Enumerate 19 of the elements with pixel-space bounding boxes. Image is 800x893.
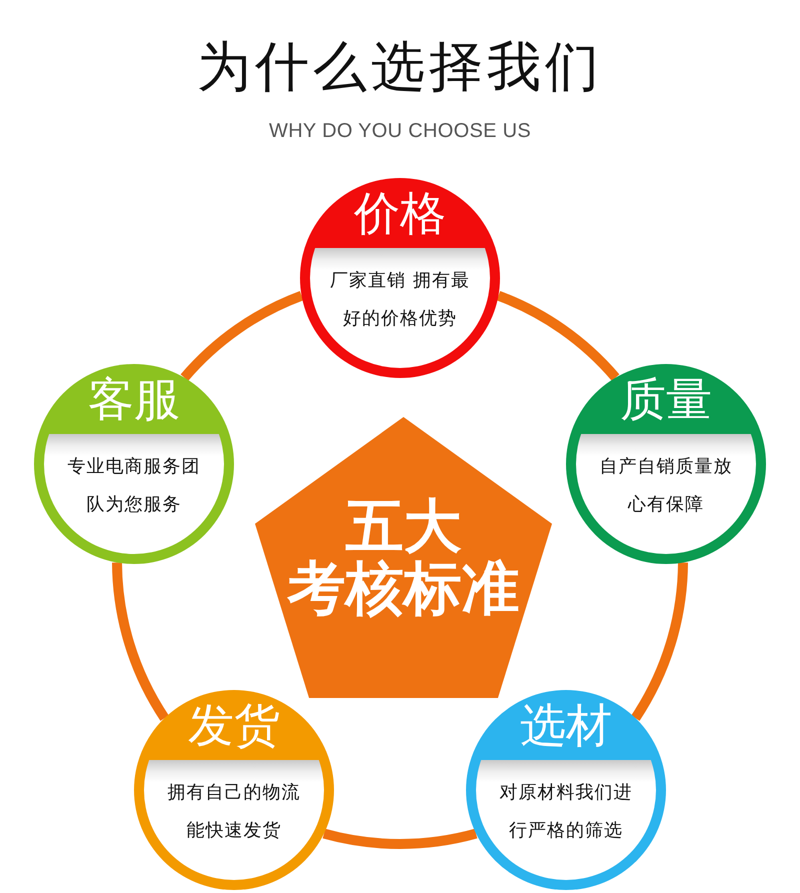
- description: 对原材料我们进行严格的筛选: [498, 781, 634, 843]
- subtitle: WHY DO YOU CHOOSE US: [269, 119, 531, 144]
- circle-heading: 选材: [520, 697, 612, 754]
- circle-heading: 发货: [188, 697, 280, 754]
- ring-arc: [180, 291, 304, 382]
- ring-arc: [322, 828, 478, 849]
- title: 为什么选择我们: [197, 34, 603, 100]
- center-heading: 五大考核标准: [286, 495, 520, 619]
- ring-arc: [112, 562, 169, 721]
- description: 厂家直销 拥有最好的价格优势: [329, 269, 471, 331]
- description: 自产自销质量放心有保障: [598, 455, 734, 517]
- ring-arc: [496, 291, 620, 382]
- description: 拥有自己的物流能快速发货: [166, 781, 302, 843]
- circle-heading: 质量: [620, 371, 712, 428]
- description: 专业电商服务团队为您服务: [66, 455, 202, 517]
- center-pentagon: [255, 417, 552, 698]
- ring-arc: [631, 562, 688, 721]
- circle-heading: 客服: [88, 371, 180, 428]
- circle-heading: 价格: [354, 185, 446, 242]
